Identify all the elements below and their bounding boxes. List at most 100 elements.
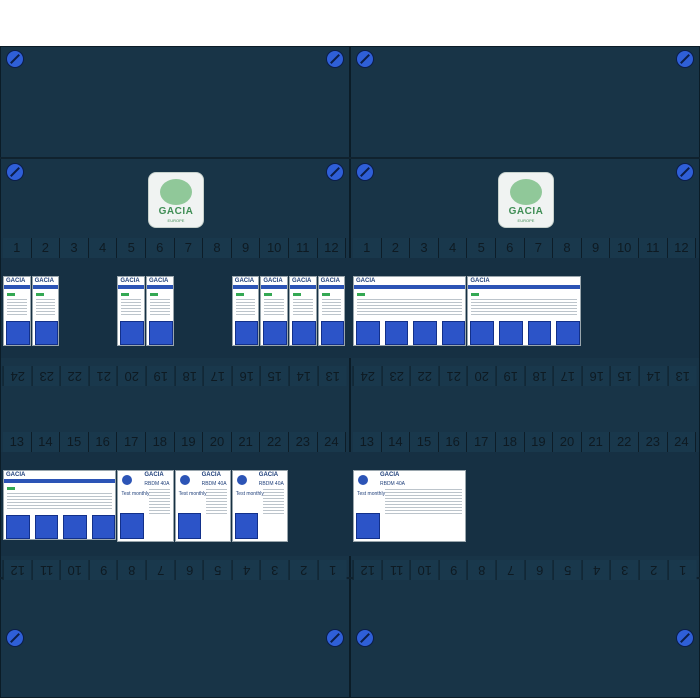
slot-number: 12 bbox=[667, 238, 697, 258]
mcb-device[interactable]: GACIA bbox=[231, 276, 260, 346]
toggle-lever[interactable] bbox=[527, 321, 552, 345]
toggle-lever[interactable] bbox=[556, 321, 580, 345]
toggle-lever[interactable] bbox=[34, 321, 59, 345]
slot-number: 11 bbox=[289, 238, 318, 258]
slot-number: 9 bbox=[581, 238, 611, 258]
slot-number: 13 bbox=[667, 366, 697, 386]
toggle-lever[interactable] bbox=[234, 321, 259, 345]
screw-icon[interactable] bbox=[6, 50, 24, 68]
device-specs bbox=[206, 489, 227, 515]
slot-number: 10 bbox=[260, 238, 289, 258]
toggle-lever[interactable] bbox=[292, 321, 316, 345]
toggle-lever[interactable] bbox=[177, 513, 202, 539]
screw-icon[interactable] bbox=[356, 163, 374, 181]
slot-number: 24 bbox=[353, 366, 382, 386]
slot-number: 22 bbox=[610, 432, 639, 452]
screw-icon[interactable] bbox=[356, 629, 374, 647]
toggle-lever[interactable] bbox=[63, 515, 87, 539]
mcb-device[interactable]: GACIA bbox=[117, 276, 145, 346]
toggle-lever[interactable] bbox=[149, 321, 173, 345]
toggle-lever[interactable] bbox=[120, 513, 144, 539]
toggle-lever[interactable] bbox=[356, 513, 380, 539]
toggle-lever[interactable] bbox=[498, 321, 523, 345]
screw-icon[interactable] bbox=[6, 163, 24, 181]
screw-icon[interactable] bbox=[676, 629, 694, 647]
slot-number: 24 bbox=[667, 432, 697, 452]
slot-number: 12 bbox=[3, 560, 32, 580]
slot-number: 19 bbox=[146, 366, 175, 386]
slot-number: 14 bbox=[31, 432, 61, 452]
device-brand-label: GACIA bbox=[258, 472, 279, 478]
mcb-device[interactable]: GACIA bbox=[353, 276, 467, 346]
slot-number: 8 bbox=[467, 560, 496, 580]
mcb-device[interactable]: GACIA bbox=[289, 276, 317, 346]
status-indicator bbox=[321, 293, 330, 296]
slot-number: 11 bbox=[639, 238, 668, 258]
screw-icon[interactable] bbox=[676, 50, 694, 68]
screw-icon[interactable] bbox=[326, 629, 344, 647]
test-button-icon[interactable] bbox=[179, 475, 190, 485]
toggle-lever[interactable] bbox=[34, 515, 59, 539]
status-indicator bbox=[235, 293, 244, 296]
slot-number: 21 bbox=[88, 366, 118, 386]
device-brand-label: GACIA bbox=[263, 278, 283, 284]
slot-number: 7 bbox=[496, 560, 525, 580]
toggle-lever[interactable] bbox=[441, 321, 466, 345]
toggle-lever[interactable] bbox=[91, 515, 116, 539]
toggle-lever[interactable] bbox=[6, 515, 30, 539]
rcd-model: RBDM 40A bbox=[144, 481, 170, 487]
toggle-lever[interactable] bbox=[470, 321, 494, 345]
toggle-lever[interactable] bbox=[413, 321, 437, 345]
toggle-lever[interactable] bbox=[356, 321, 380, 345]
screw-icon[interactable] bbox=[676, 163, 694, 181]
screw-icon[interactable] bbox=[356, 50, 374, 68]
brand-logo: GACIA EUROPE bbox=[148, 172, 204, 228]
brand-name: GACIA bbox=[508, 206, 544, 217]
slot-number: 15 bbox=[260, 366, 289, 386]
brand-tagline: EUROPE bbox=[167, 218, 185, 223]
device-specs bbox=[357, 299, 463, 317]
status-indicator bbox=[35, 293, 44, 296]
toggle-lever[interactable] bbox=[120, 321, 144, 345]
device-brand-label: GACIA bbox=[6, 278, 26, 284]
slot-number: 2 bbox=[639, 560, 668, 580]
mcb-device[interactable]: GACIA bbox=[467, 276, 581, 346]
mcb-device[interactable]: GACIA bbox=[31, 276, 60, 346]
device-brand-label: GACIA bbox=[356, 278, 376, 284]
status-indicator bbox=[264, 293, 273, 296]
slot-number: 14 bbox=[639, 366, 668, 386]
mcb-device[interactable]: GACIA bbox=[146, 276, 174, 346]
slot-number: 2 bbox=[381, 238, 411, 258]
slot-number: 3 bbox=[60, 238, 89, 258]
device-specs bbox=[7, 493, 113, 511]
slot-number: 1 bbox=[667, 560, 697, 580]
toggle-lever[interactable] bbox=[384, 321, 409, 345]
slot-number: 12 bbox=[317, 238, 347, 258]
device-specs bbox=[264, 299, 284, 317]
slot-number: 10 bbox=[410, 560, 439, 580]
test-button-icon[interactable] bbox=[236, 475, 247, 485]
rcd-test-label: Test monthly bbox=[121, 491, 150, 497]
slot-number: 16 bbox=[88, 432, 118, 452]
globe-icon bbox=[510, 179, 542, 205]
test-button-icon[interactable] bbox=[122, 475, 133, 485]
test-button-icon[interactable] bbox=[358, 475, 368, 485]
toggle-lever[interactable] bbox=[234, 513, 259, 539]
toggle-lever[interactable] bbox=[263, 321, 287, 345]
screw-icon[interactable] bbox=[6, 629, 24, 647]
screw-icon[interactable] bbox=[326, 50, 344, 68]
device-brand-label: GACIA bbox=[149, 278, 169, 284]
mcb-device[interactable]: GACIA bbox=[3, 470, 117, 540]
slot-number: 23 bbox=[381, 366, 411, 386]
mcb-device[interactable]: GACIA bbox=[3, 276, 31, 346]
mcb-device[interactable]: GACIA bbox=[317, 276, 346, 346]
toggle-lever[interactable] bbox=[320, 321, 345, 345]
rcd-test-label: Test monthly bbox=[235, 491, 264, 497]
mcb-device[interactable]: GACIA bbox=[260, 276, 288, 346]
toggle-lever[interactable] bbox=[6, 321, 30, 345]
screw-icon[interactable] bbox=[326, 163, 344, 181]
